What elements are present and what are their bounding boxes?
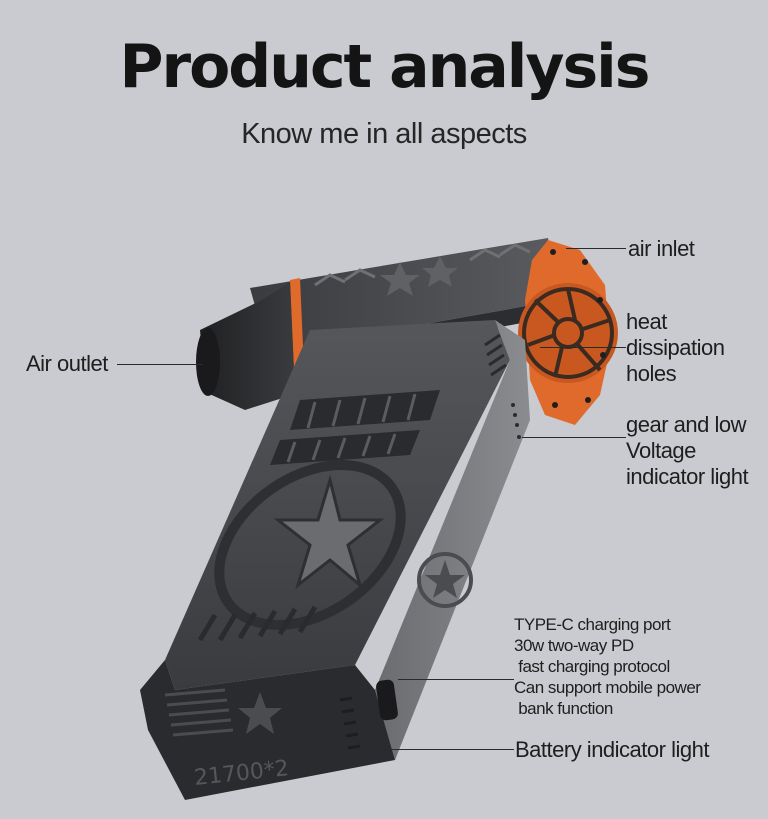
typec-line: [398, 679, 514, 680]
page-subtitle: Know me in all aspects: [241, 118, 527, 150]
gear-indicator-line: [522, 437, 626, 438]
air-outlet-label: Air outlet: [26, 351, 108, 376]
battery-light-line: [360, 749, 514, 750]
air-outlet-line: [117, 364, 203, 365]
blower-body: 21700*2: [140, 320, 530, 800]
air-inlet-line: [566, 248, 626, 249]
air-inlet-fan: [518, 240, 618, 425]
heat-dissipation-label: heat dissipation holes: [626, 309, 725, 386]
star-emblem: [214, 460, 406, 630]
air-outlet-nozzle: [196, 282, 295, 410]
gear-indicator-label: gear and low Voltage indicator light: [626, 412, 749, 489]
air-inlet-label: air inlet: [628, 236, 695, 261]
page-title: Product analysis: [119, 32, 651, 102]
typec-label: TYPE-C charging port 30w two-way PD fast…: [514, 615, 701, 718]
heat-dissipation-line: [540, 347, 626, 348]
usb-c-port: [376, 679, 398, 721]
battery-light-label: Battery indicator light: [515, 737, 709, 762]
